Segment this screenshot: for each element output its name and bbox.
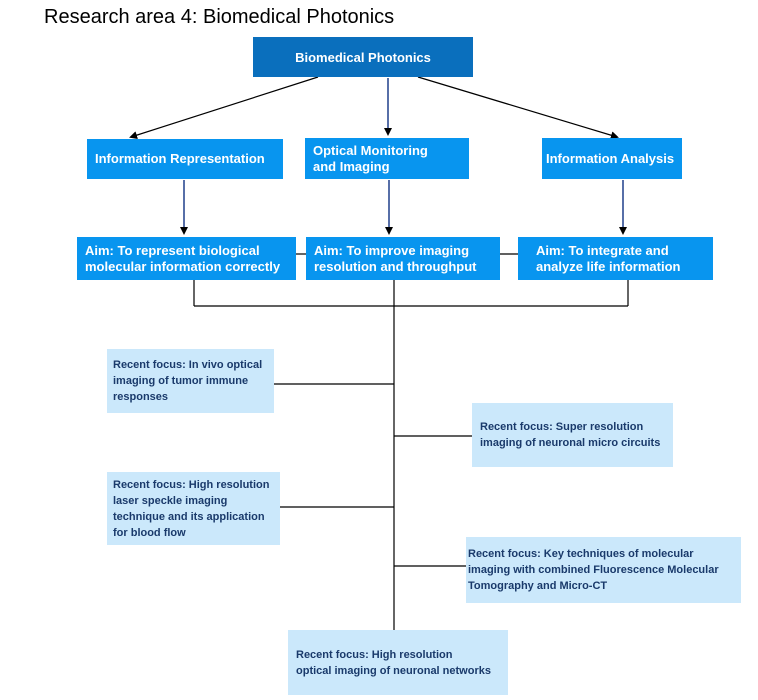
category-information-representation: Information Representation	[87, 139, 283, 179]
root-node-label: Biomedical Photonics	[295, 49, 431, 65]
focus-laser-speckle-imaging: Recent focus: High resolution laser spec…	[107, 472, 280, 545]
arrow-root-to-info-analysis	[417, 76, 619, 140]
arrow-root-to-info-representation	[129, 76, 319, 139]
category-label: Information Representation	[95, 151, 265, 166]
focus-super-resolution-neuronal: Recent focus: Super resolution imaging o…	[472, 403, 673, 467]
category-label: Optical Monitoring and Imaging	[313, 142, 428, 174]
focus-label: Recent focus: In vivo optical imaging of…	[113, 359, 263, 403]
aim-label: Aim: To represent biological molecular i…	[85, 242, 281, 274]
focus-label: Recent focus: Super resolution imaging o…	[480, 421, 661, 449]
aim-label: Aim: To improve imaging resolution and t…	[314, 242, 477, 274]
aim-integrate-analyze: Aim: To integrate and analyze life infor…	[518, 237, 713, 280]
aim-improve-imaging: Aim: To improve imaging resolution and t…	[306, 237, 500, 280]
focus-label: Recent focus: High resolution laser spec…	[113, 478, 270, 539]
focus-neuronal-networks: Recent focus: High resolution optical im…	[288, 630, 508, 695]
category-optical-monitoring-imaging: Optical Monitoring and Imaging	[305, 138, 469, 179]
category-information-analysis: Information Analysis	[542, 138, 682, 179]
focus-label: Recent focus: High resolution optical im…	[296, 648, 491, 677]
aim-label: Aim: To integrate and analyze life infor…	[536, 242, 681, 274]
category-label: Information Analysis	[546, 150, 675, 166]
diagram-title: Research area 4: Biomedical Photonics	[44, 6, 395, 28]
aim-represent-molecular-info: Aim: To represent biological molecular i…	[77, 237, 296, 280]
focus-label: Recent focus: Key techniques of molecula…	[468, 548, 719, 592]
focus-tumor-immune-imaging: Recent focus: In vivo optical imaging of…	[107, 349, 274, 413]
focus-fmt-micro-ct: Recent focus: Key techniques of molecula…	[466, 537, 741, 603]
root-node-biomedical-photonics: Biomedical Photonics	[253, 37, 473, 77]
